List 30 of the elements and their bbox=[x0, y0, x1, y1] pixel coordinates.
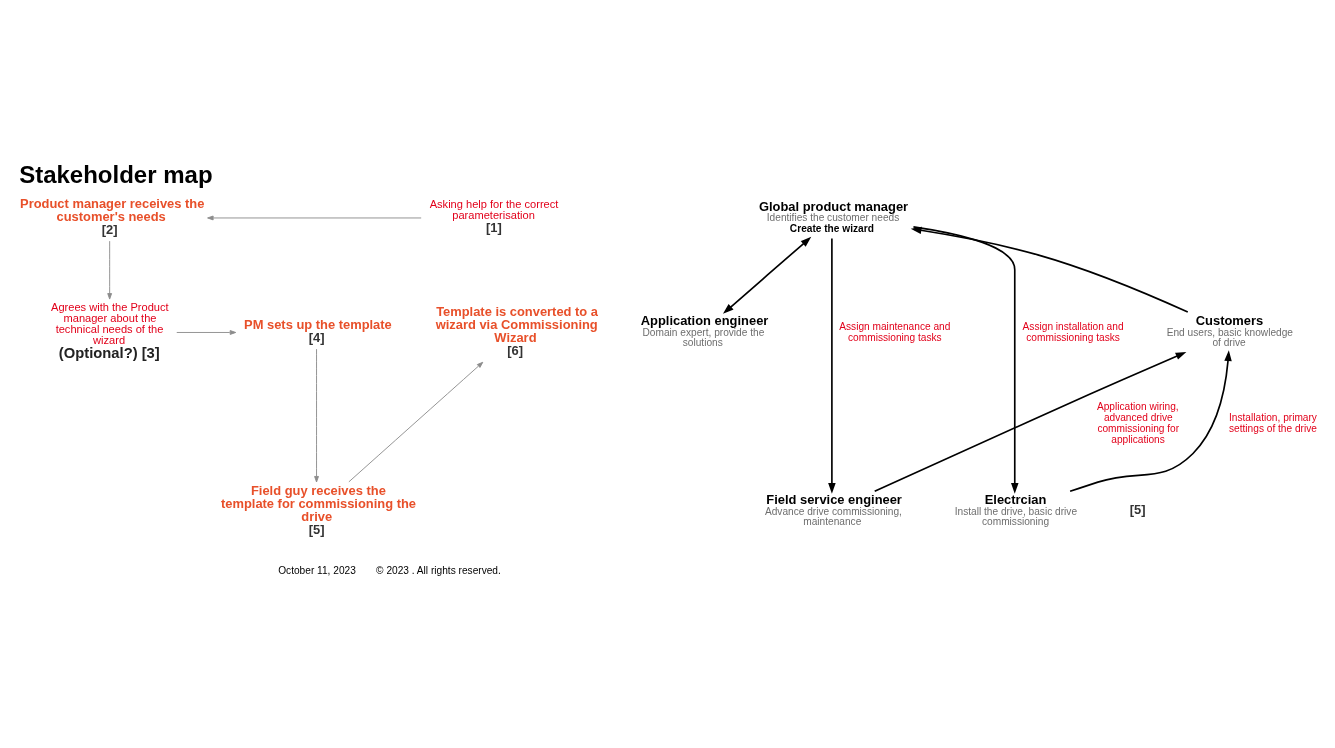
diagram-title: Stakeholder map bbox=[19, 160, 213, 188]
label: October 11, 2023 bbox=[278, 564, 356, 576]
arrow bbox=[107, 240, 113, 300]
edge-label: Assign installation and commissioning tasks bbox=[1022, 320, 1124, 343]
arrow bbox=[722, 236, 812, 314]
node-text: Customers End users, basic knowledge of drive bbox=[1166, 312, 1293, 348]
arrow bbox=[828, 237, 836, 494]
label: [5] bbox=[1129, 501, 1146, 517]
edge-label: Installation, primary settings of the drive bbox=[1229, 411, 1317, 434]
arrow bbox=[348, 361, 484, 482]
arrow bbox=[314, 348, 319, 482]
node-text: Asking help for the correct parameterisation [1] bbox=[429, 197, 559, 235]
arrow bbox=[873, 351, 1187, 492]
arrow bbox=[910, 226, 1189, 313]
node-text: Field guy receives the template for commissioning the drive [5] bbox=[220, 482, 417, 537]
node-text: Product manager receives the customer's needs [2] bbox=[20, 195, 205, 237]
arrow bbox=[1069, 349, 1232, 492]
node-text: Template is converted to a wizard via Commissioning Wizard [6] bbox=[435, 303, 599, 358]
arrow bbox=[207, 215, 422, 220]
node-text: Agrees with the Product manager about the technical needs of the wizard (Optional?) [3] bbox=[51, 300, 169, 361]
node-text: Application engineer Domain expert, provide the solutions bbox=[640, 312, 769, 348]
label: © 2023 . All rights reserved. bbox=[376, 564, 501, 576]
edge-label: Application wiring, advanced drive commissioning for applications bbox=[1096, 400, 1180, 445]
edge-label: Assign maintenance and commissioning tasks bbox=[839, 320, 951, 343]
arrow bbox=[912, 225, 1019, 494]
arrow bbox=[176, 329, 237, 335]
node-text: PM sets up the template [4] bbox=[244, 316, 392, 345]
node-text: Field service engineer Advance drive commissioning, maintenance bbox=[764, 491, 902, 527]
node-text: Global product manager Identifies the customer needs Create the wizard bbox=[758, 198, 909, 234]
node-text: Electrcian Install the drive, basic drive commissioning bbox=[954, 491, 1078, 527]
